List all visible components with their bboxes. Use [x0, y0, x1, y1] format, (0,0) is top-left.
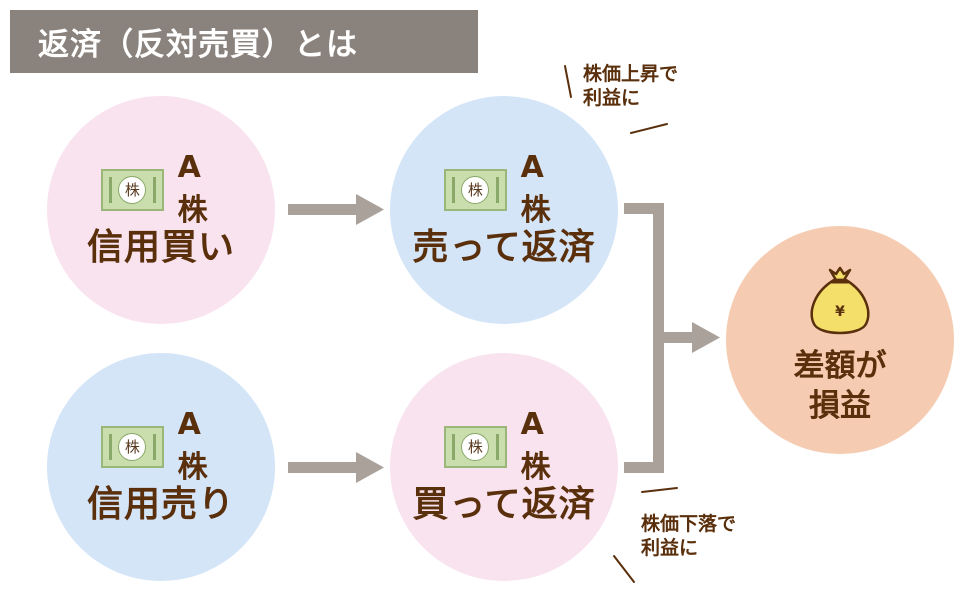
arrow-shaft-top	[288, 204, 358, 215]
stock-certificate-icon: 株	[101, 425, 164, 468]
stock-card: 株 A株	[444, 150, 564, 229]
arrow-shaft-result	[664, 332, 694, 343]
emphasis-mark	[641, 487, 678, 493]
result-line-1: 差額が	[793, 348, 887, 384]
action-label: 信用買い	[86, 227, 235, 268]
action-label: 売って返済	[412, 227, 596, 268]
action-label: 買って返済	[412, 484, 596, 525]
result-line-2: 損益	[809, 388, 871, 424]
arrow-shaft-bottom	[288, 462, 358, 473]
credit-sell-circle: 株 A株 信用売り	[47, 353, 275, 581]
page-title: 返済（反対売買）とは	[10, 10, 478, 73]
stock-name: A株	[177, 407, 208, 485]
stock-name: A株	[520, 407, 551, 485]
credit-buy-circle: 株 A株 信用買い	[47, 96, 275, 324]
sell-repay-circle: 株 A株 売って返済	[390, 96, 618, 324]
stock-certificate-icon: 株	[101, 168, 164, 211]
ticket-label: 株	[118, 175, 147, 204]
ticket-label: 株	[461, 175, 490, 204]
bracket-bottom	[624, 462, 664, 473]
emphasis-mark	[613, 555, 635, 583]
stock-card: 株 A株	[101, 150, 221, 229]
emphasis-mark	[630, 123, 668, 134]
bracket-vertical	[653, 203, 664, 473]
emphasis-mark	[564, 65, 572, 98]
note-line-2: 利益に	[583, 87, 641, 109]
arrow-head-top	[356, 194, 384, 225]
stock-card: 株 A株	[101, 407, 221, 486]
stock-certificate-icon: 株	[444, 168, 507, 211]
stock-certificate-icon: 株	[444, 425, 507, 468]
price-rise-note: 株価上昇で 利益に	[583, 62, 678, 110]
note-line-1: 株価上昇で	[583, 63, 679, 85]
stock-name: A株	[177, 150, 208, 228]
action-label: 信用売り	[86, 484, 235, 525]
ticket-label: 株	[461, 432, 490, 461]
svg-text:¥: ¥	[835, 304, 845, 320]
price-fall-note: 株価下落で 利益に	[641, 512, 736, 560]
note-line-1: 株価下落で	[641, 513, 737, 535]
stock-name: A株	[520, 150, 551, 228]
money-bag-icon: ¥	[810, 266, 870, 335]
ticket-label: 株	[118, 432, 147, 461]
bracket-top	[624, 203, 664, 214]
stock-card: 株 A株	[444, 407, 564, 486]
arrow-head-result	[692, 322, 720, 353]
buy-repay-circle: 株 A株 買って返済	[390, 353, 618, 581]
note-line-2: 利益に	[641, 537, 699, 559]
profit-loss-circle: ¥ 差額が 損益	[726, 226, 954, 454]
arrow-head-bottom	[356, 452, 384, 483]
